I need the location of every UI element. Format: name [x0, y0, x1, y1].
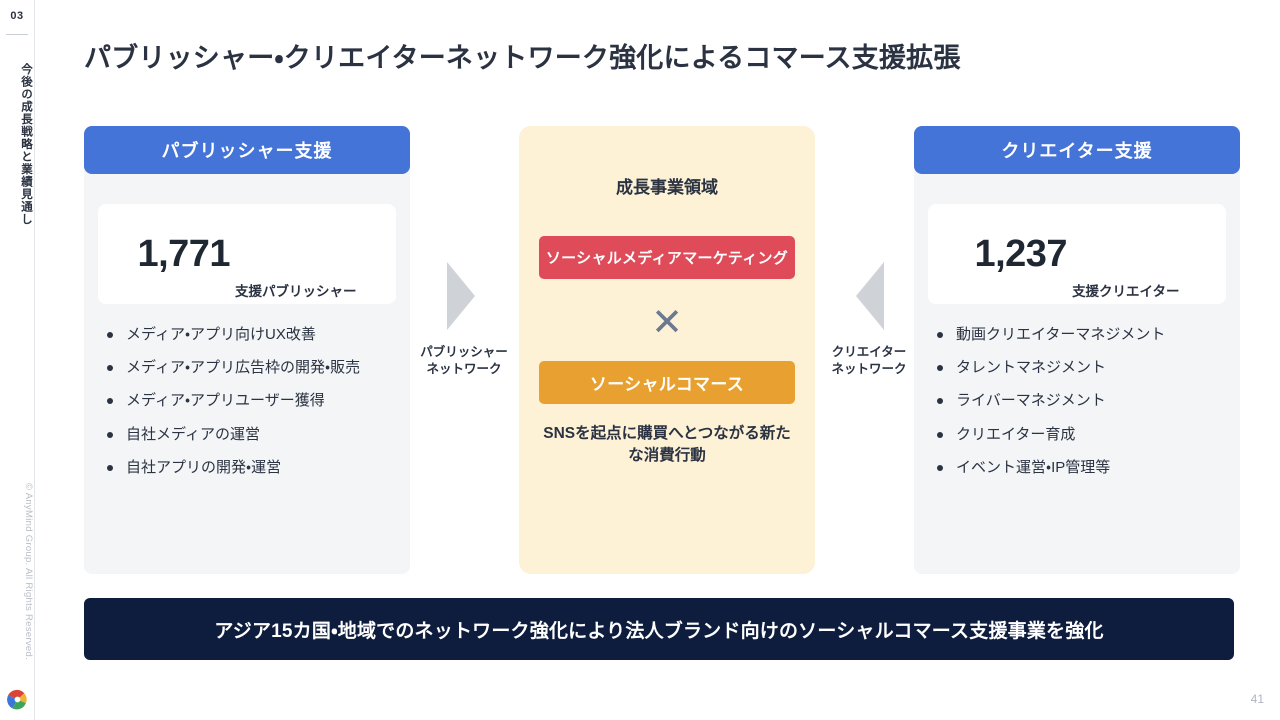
creator-network-label-line2: ネットワーク [831, 361, 907, 376]
list-item: イベント運営・IP管理等 [934, 457, 1226, 479]
section-number: 03 [10, 10, 24, 22]
bullet-dot-icon [937, 365, 943, 372]
bullet-dot-icon [107, 464, 113, 471]
growth-business-caption: SNSを起点に購買へとつながる新たな消費行動 [543, 425, 791, 465]
publisher-network-label-line1: パブリッシャー [420, 345, 508, 359]
creator-stat-label: 支援クリエイター [1072, 284, 1180, 299]
bullet-dot-icon [107, 365, 113, 372]
bullet-dot-icon [937, 398, 943, 405]
list-item-label: メディア・アプリユーザー獲得 [126, 392, 325, 410]
anymind-logo [7, 689, 28, 710]
creator-network-arrow: クリエイター ネットワーク [816, 262, 922, 378]
publisher-stat-card: 1,771 支援パブリッシャー [98, 204, 396, 304]
publisher-network-arrow: パブリッシャー ネットワーク [411, 262, 517, 378]
publisher-network-label-line2: ネットワーク [426, 361, 502, 376]
list-item: 自社アプリの開発・運営 [104, 457, 396, 479]
bullet-dot-icon [107, 398, 113, 405]
bullet-dot-icon [937, 464, 943, 471]
list-item-label: 自社アプリの開発・運営 [126, 458, 282, 476]
growth-business-panel: 成長事業領域 ソーシャルメディアマーケティング ✕ ソーシャルコマース SNSを… [519, 126, 815, 574]
list-item: 動画クリエイターマネジメント [934, 324, 1226, 346]
social-commerce-tag: ソーシャルコマース [539, 361, 795, 404]
creator-network-label: クリエイター ネットワーク [816, 344, 922, 378]
list-item-label: イベント運営・IP管理等 [956, 458, 1111, 476]
publisher-panel: パブリッシャー支援 1,771 支援パブリッシャー メディア・アプリ向けUX改善… [84, 126, 410, 574]
page-title: パブリッシャー・クリエイターネットワーク強化によるコマース支援拡張 [84, 43, 961, 73]
creator-stat-card: 1,237 支援クリエイター [928, 204, 1226, 304]
section-label: 今後の成長戦略と業績見通し [20, 62, 32, 226]
cross-icon: ✕ [651, 302, 683, 344]
list-item: クリエイター育成 [934, 424, 1226, 446]
list-item-label: クリエイター育成 [956, 425, 1076, 443]
publisher-bullet-list: メディア・アプリ向けUX改善 メディア・アプリ広告枠の開発・販売 メディア・アプ… [104, 324, 396, 490]
list-item: メディア・アプリ向けUX改善 [104, 324, 396, 346]
list-item-label: タレントマネジメント [956, 359, 1107, 377]
list-item: ライバーマネジメント [934, 390, 1226, 412]
list-item-label: 自社メディアの運営 [126, 425, 260, 443]
list-item-label: メディア・アプリ向けUX改善 [126, 326, 316, 343]
creator-stat-number: 1,237 [974, 233, 1068, 275]
social-media-marketing-tag: ソーシャルメディアマーケティング [539, 236, 795, 279]
creator-panel-header: クリエイター支援 [914, 126, 1240, 174]
publisher-stat-label: 支援パブリッシャー [235, 284, 357, 299]
rail-divider [6, 34, 28, 35]
creator-bullet-list: 動画クリエイターマネジメント タレントマネジメント ライバーマネジメント クリエ… [934, 324, 1226, 490]
bullet-dot-icon [937, 431, 943, 438]
page-number: 41 [1250, 692, 1264, 706]
copyright-text: © AnyMind Group. All Rights Reserved. [23, 482, 34, 660]
list-item: メディア・アプリ広告枠の開発・販売 [104, 357, 396, 379]
list-item-label: メディア・アプリ広告枠の開発・販売 [126, 359, 361, 377]
creator-network-label-line1: クリエイター [831, 345, 907, 359]
left-rail: 03 今後の成長戦略と業績見通し © AnyMind Group. All Ri… [0, 0, 35, 720]
bullet-dot-icon [937, 332, 943, 338]
summary-banner: アジア15カ国・地域でのネットワーク強化により法人ブランド向けのソーシャルコマー… [84, 598, 1234, 660]
creator-panel: クリエイター支援 1,237 支援クリエイター 動画クリエイターマネジメント タ… [914, 126, 1240, 574]
list-item-label: ライバーマネジメント [956, 392, 1106, 410]
list-item: メディア・アプリユーザー獲得 [104, 390, 396, 412]
publisher-stat-number: 1,771 [137, 233, 231, 275]
publisher-panel-header: パブリッシャー支援 [84, 126, 410, 174]
list-item-label: 動画クリエイターマネジメント [956, 326, 1166, 343]
arrow-right-icon [447, 262, 475, 330]
bullet-dot-icon [107, 431, 113, 438]
arrow-left-icon [856, 262, 884, 330]
list-item: 自社メディアの運営 [104, 424, 396, 446]
growth-business-heading: 成長事業領域 [616, 178, 718, 197]
list-item: タレントマネジメント [934, 357, 1226, 379]
bullet-dot-icon [107, 332, 113, 338]
publisher-network-label: パブリッシャー ネットワーク [411, 344, 517, 378]
